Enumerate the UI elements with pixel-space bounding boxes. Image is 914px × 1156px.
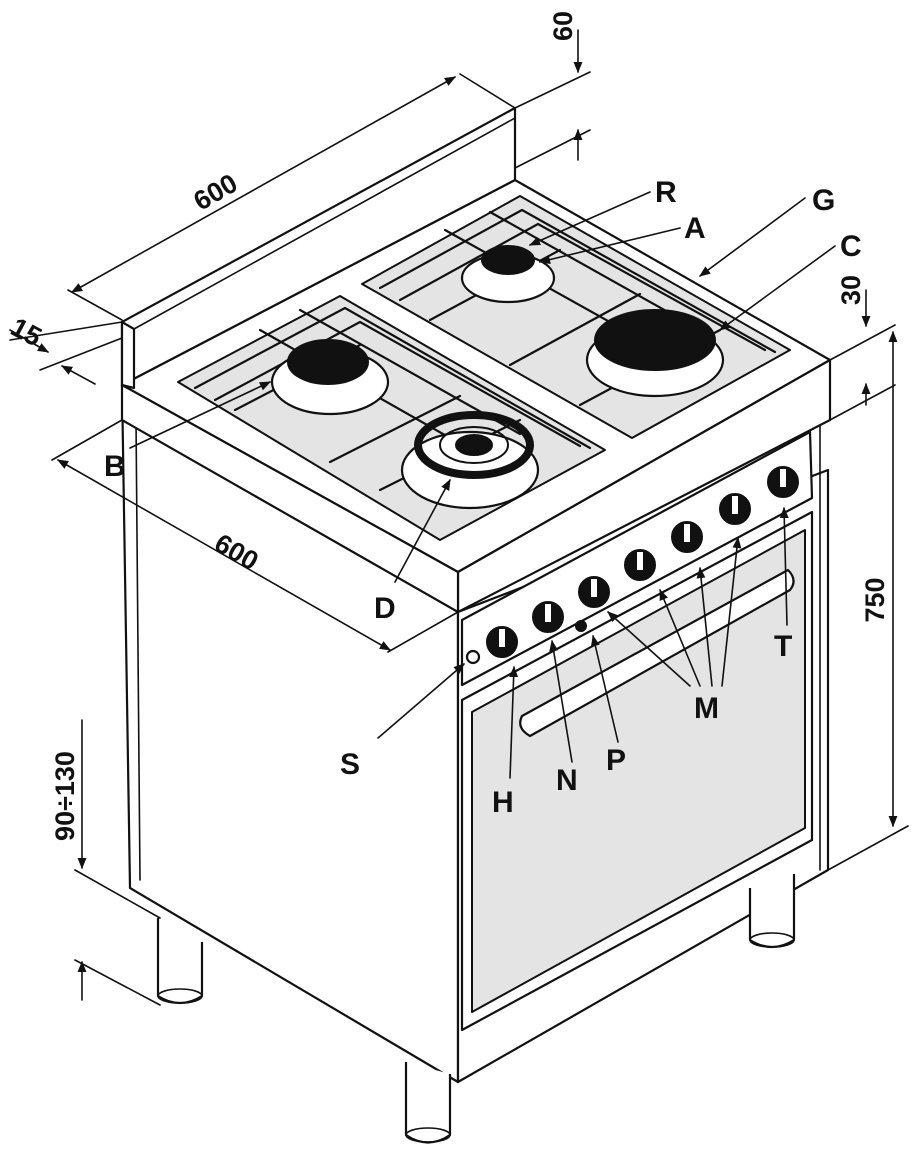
dim-gap-15: 15 — [6, 312, 47, 353]
burner-b — [270, 339, 390, 416]
oven-window — [471, 529, 806, 1013]
foot-front-right — [748, 874, 796, 949]
leader-lines — [129, 191, 836, 779]
label-t: T — [774, 630, 792, 663]
dim-gap-30: 30 — [836, 275, 866, 305]
burner-c — [585, 309, 725, 398]
oven-door — [460, 510, 814, 1032]
label-g: G — [812, 184, 835, 217]
ignition-s — [465, 649, 481, 665]
hob — [177, 195, 791, 541]
burner-a — [460, 245, 556, 304]
label-m: M — [694, 692, 719, 725]
label-d: D — [374, 592, 396, 625]
knob-t[interactable] — [767, 466, 799, 498]
dim-feet: 90÷130 — [50, 751, 80, 841]
burner-d — [400, 411, 540, 510]
label-c: C — [840, 230, 862, 263]
label-n: N — [556, 764, 578, 797]
knob-m3[interactable] — [719, 493, 751, 525]
oven-handle — [519, 568, 795, 738]
control-panel — [460, 430, 814, 687]
knob-p[interactable] — [578, 576, 610, 608]
knob-m1[interactable] — [624, 549, 656, 581]
label-h: H — [492, 786, 514, 819]
feet — [156, 874, 796, 1144]
indicator-p — [575, 620, 587, 632]
dim-top-width: 600 — [188, 168, 242, 217]
label-r: R — [655, 176, 677, 209]
dim-height: 750 — [860, 577, 890, 622]
label-a: A — [684, 212, 706, 245]
foot-front-left — [404, 1062, 452, 1144]
foot-back-left — [156, 918, 204, 1005]
knob-h[interactable] — [486, 626, 518, 658]
label-p: P — [606, 744, 626, 777]
label-s: S — [340, 748, 360, 781]
knob-m2[interactable] — [671, 521, 703, 553]
label-b: B — [104, 450, 126, 483]
dim-height-60: 60 — [548, 11, 578, 41]
dimension-lines — [9, 29, 909, 1006]
knob-n[interactable] — [532, 601, 564, 633]
